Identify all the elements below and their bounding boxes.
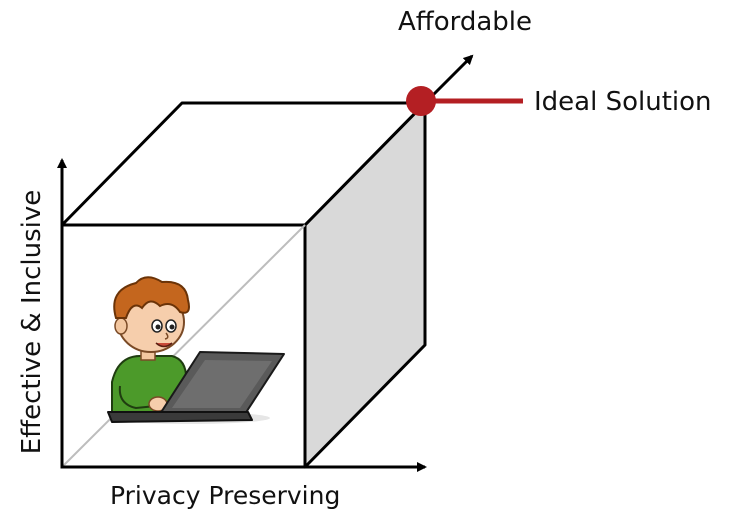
z-axis-label: Affordable — [398, 7, 532, 37]
ideal-solution-label: Ideal Solution — [534, 87, 712, 117]
y-axis-label: Effective & Inclusive — [17, 190, 47, 455]
ideal-solution-point — [406, 86, 436, 116]
x-axis-label: Privacy Preserving — [110, 481, 340, 510]
child-with-laptop-illustration — [107, 276, 285, 424]
cube-diagonal — [61, 224, 306, 468]
